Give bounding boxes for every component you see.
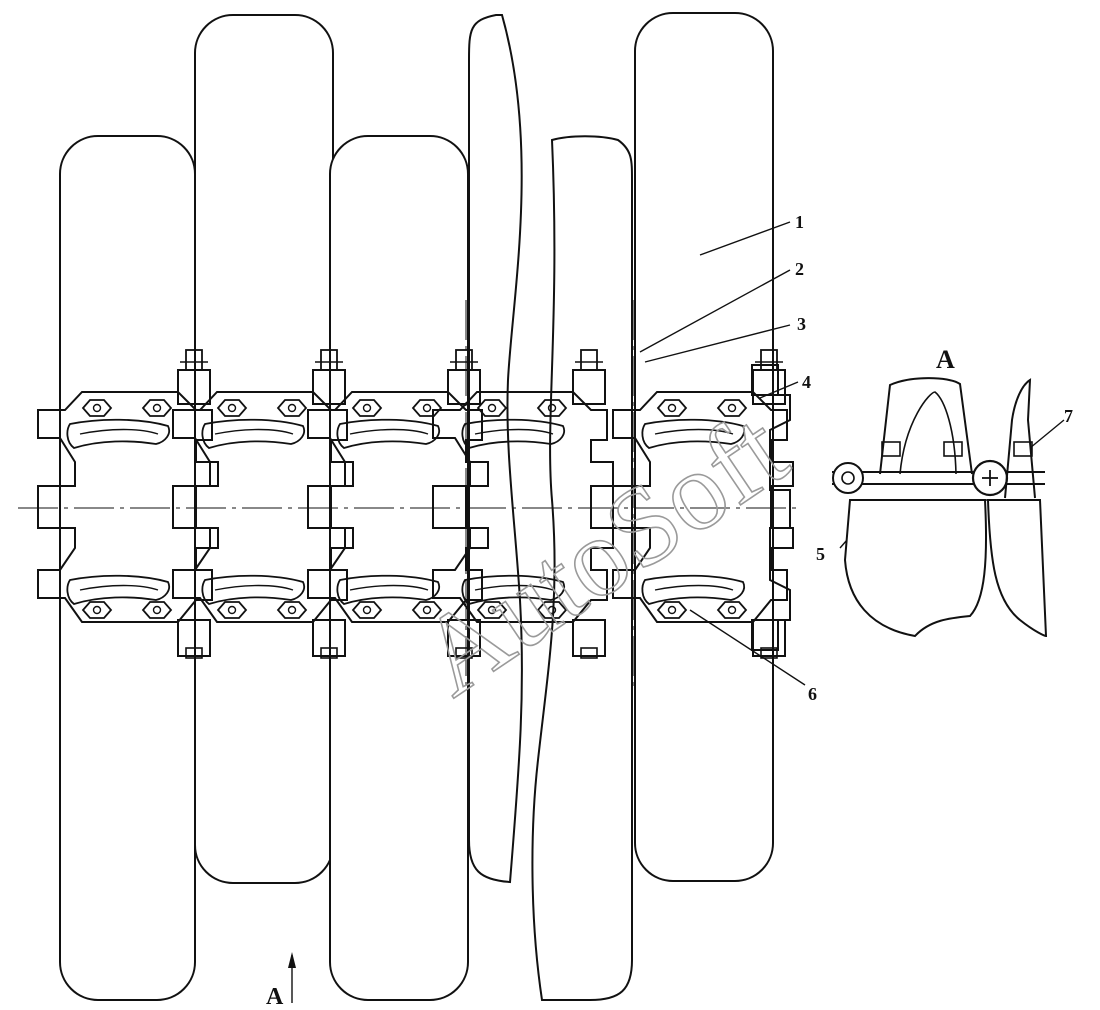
section-view-a [832, 377, 1048, 638]
label-1: 1 [795, 212, 804, 232]
label-7: 7 [1064, 406, 1073, 426]
view-title: A [936, 345, 955, 374]
label-5: 5 [816, 544, 825, 564]
label-2: 2 [795, 259, 804, 279]
tires [59, 12, 774, 1001]
label-3: 3 [797, 314, 806, 334]
center-axis [18, 300, 800, 690]
chain-links [37, 349, 794, 659]
label-4: 4 [802, 372, 811, 392]
label-6: 6 [808, 684, 817, 704]
section-marker: A [266, 984, 284, 1010]
section-arrow [288, 952, 296, 1003]
